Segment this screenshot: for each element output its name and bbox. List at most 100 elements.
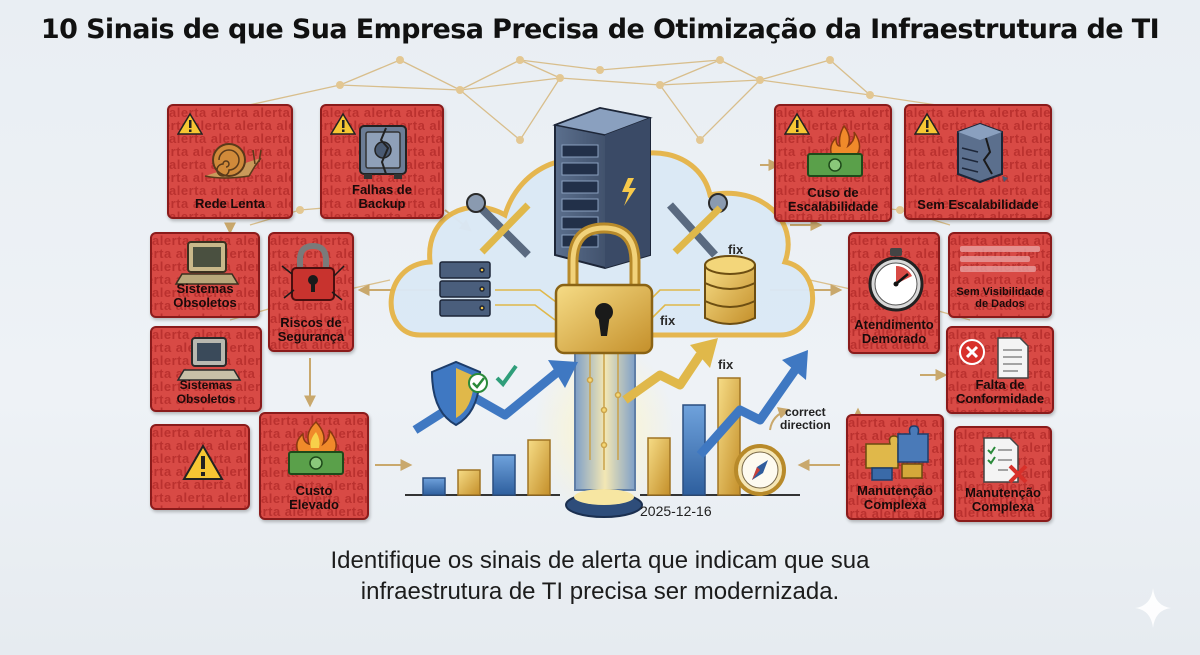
alert-pattern-row: alerta alerta alerta alerta alerta alert… xyxy=(270,311,352,326)
rising-arrow-blue-right xyxy=(696,350,808,458)
subtitle: Identifique os sinais de alerta que indi… xyxy=(250,545,950,607)
alert-pattern-row: alerta alerta alerta alerta alerta alert… xyxy=(152,504,248,508)
card-rede-lenta: alerta alerta alerta alerta alerta alert… xyxy=(167,104,293,219)
alert-pattern-row: alerta alerta alerta alerta alerta alert… xyxy=(906,196,1052,211)
alert-pattern-row: alerta alerta alerta alerta alerta alert… xyxy=(261,413,367,428)
alert-pattern-row: alerta alerta alerta alerta alerta alert… xyxy=(169,105,291,120)
fix-tag-2: fix xyxy=(660,313,676,328)
card-label-line2: Complexa xyxy=(863,497,927,512)
alert-pattern-row: alerta alerta alerta alerta alerta alert… xyxy=(950,233,1052,248)
alert-pattern-row: alerta alerta alerta alerta alerta alert… xyxy=(848,415,944,430)
alert-pattern: alerta alerta alerta alerta alerta alert… xyxy=(169,105,291,217)
alert-pattern-row: alerta alerta alerta alerta alerta alert… xyxy=(950,272,1052,287)
stopwatch-icon xyxy=(868,248,924,312)
broken-safe-icon xyxy=(359,125,407,179)
card-label-line1: Sem Visibilidade xyxy=(956,286,1044,298)
card-label-line2: Backup xyxy=(358,196,406,211)
alert-pattern-row: alerta alerta alerta alerta alerta alert… xyxy=(322,183,444,198)
growth-bar-chart xyxy=(405,377,800,496)
alert-pattern-row: alerta alerta alerta alerta alerta alert… xyxy=(948,379,1052,394)
card-label-line1: Sistemas Obsoletos xyxy=(176,378,236,406)
card-label-line1: Custo xyxy=(295,483,333,498)
warning-icon xyxy=(914,112,940,135)
alert-pattern-row: alerta alerta alerta alerta alerta alert… xyxy=(152,490,248,505)
alert-pattern-row: alerta alerta alerta alerta alerta alert… xyxy=(956,505,1052,520)
server-tower-icon xyxy=(552,106,653,270)
alert-pattern-row: alerta alerta alerta alerta alerta alert… xyxy=(948,392,1052,407)
alert-pattern-row: alerta alerta alerta alerta alerta alert… xyxy=(322,170,442,185)
alert-pattern-row: alerta alerta alerta alerta alerta alert… xyxy=(850,311,938,326)
server-rack-icon xyxy=(439,261,491,317)
padlock-icon xyxy=(281,242,345,301)
alert-pattern-row: alerta alerta alerta alerta alerta alert… xyxy=(169,196,291,211)
card-alerta: alerta alerta alerta alerta alerta alert… xyxy=(150,424,250,510)
card-label-line2: Demorado xyxy=(861,331,927,346)
alert-pattern-row: alerta alerta alerta alerta alerta alert… xyxy=(948,327,1052,342)
alert-pattern-row: alerta alerta alerta alerta alerta alert… xyxy=(270,298,354,313)
card-manutencao-complexa-1: alerta alerta alerta alerta alerta alert… xyxy=(846,414,944,520)
card-label-line1: Rede Lenta xyxy=(194,196,266,211)
fix-tag-3: fix xyxy=(718,357,734,372)
card-label-line2: Segurança xyxy=(277,329,345,344)
alert-pattern-row: alerta alerta alerta alerta alerta alert… xyxy=(848,493,944,508)
alert-pattern-row: alerta alerta alerta alerta alerta alert… xyxy=(322,209,444,219)
warning-icon xyxy=(784,112,810,135)
alert-pattern-row: alerta alerta alerta alerta alerta alert… xyxy=(776,196,892,211)
alert-pattern-row: alerta alerta alerta alerta alerta alert… xyxy=(950,312,1050,316)
database-icon xyxy=(704,255,756,325)
alert-pattern-row: alerta alerta alerta alerta alerta alert… xyxy=(152,392,260,407)
alert-pattern-row: alerta alerta alerta alerta alerta alert… xyxy=(152,379,261,394)
alert-pattern-row: alerta alerta alerta alerta alerta alert… xyxy=(270,337,352,352)
burning-money-icon xyxy=(807,124,863,177)
alert-pattern-row: alerta alerta alerta alerta alerta alert… xyxy=(906,105,1051,120)
warning-icon xyxy=(330,112,356,135)
old-computer-icon xyxy=(174,241,240,285)
alert-pattern-row: alerta alerta alerta alerta alerta alert… xyxy=(848,506,944,520)
alert-pattern-row: alerta alerta alerta alerta alerta alert… xyxy=(152,406,260,410)
alert-pattern-row: alerta alerta alerta alerta alerta alert… xyxy=(850,337,938,352)
alert-pattern-row: alerta alerta alerta alerta alerta alert… xyxy=(270,233,352,248)
central-padlock-icon xyxy=(554,222,654,355)
burning-money-icon xyxy=(288,420,344,475)
alert-pattern-row: alerta alerta alerta alerta alerta alert… xyxy=(261,518,367,520)
alert-pattern-row: alerta alerta alerta alerta alerta alert… xyxy=(322,105,444,120)
alert-pattern-row: alerta alerta alerta alerta alerta alert… xyxy=(950,298,1052,313)
check-mark-icon xyxy=(468,364,518,393)
alert-pattern-row: alerta alerta alerta alerta alerta alert… xyxy=(956,519,1050,520)
alert-pattern-row: alerta alerta alerta alerta alerta alert… xyxy=(152,298,258,313)
card-riscos-seguranca: alerta alerta alerta alerta alerta alert… xyxy=(268,232,354,352)
blurred-data-icon xyxy=(960,246,1040,272)
card-label-line1: Riscos de xyxy=(280,315,342,330)
alert-pattern-row: alerta alerta alerta alerta alerta alert… xyxy=(322,196,442,211)
card-label: Sistemas Obsoletos xyxy=(154,378,258,406)
correct-direction-line1: correct xyxy=(784,405,826,419)
alert-pattern-row: alerta alerta alerta alerta alerta alert… xyxy=(152,477,248,492)
card-label-line1: Sistemas xyxy=(176,281,234,296)
alert-pattern-row: alerta alerta alerta alerta alerta alert… xyxy=(152,312,258,316)
wrench-screwdriver-right-icon xyxy=(667,193,728,258)
card-label-line2: Escalabilidade xyxy=(787,199,879,214)
alert-pattern-row: alerta alerta alerta alerta alerta alert… xyxy=(169,183,291,198)
card-sistemas-obsoletos-2: alerta alerta alerta alerta alerta alert… xyxy=(150,326,262,412)
alert-pattern-row: alerta alerta alerta alerta alerta alert… xyxy=(850,324,938,339)
wrench-screwdriver-left-icon xyxy=(466,193,531,258)
alert-pattern-row: alerta alerta alerta alerta alerta alert… xyxy=(152,327,261,342)
checklist-x-icon xyxy=(983,437,1028,484)
card-label: Rede Lenta xyxy=(171,197,289,211)
card-atendimento-demorado: alerta alerta alerta alerta alerta alert… xyxy=(848,232,940,354)
alert-pattern-row: alerta alerta alerta alerta alerta alert… xyxy=(848,480,944,495)
